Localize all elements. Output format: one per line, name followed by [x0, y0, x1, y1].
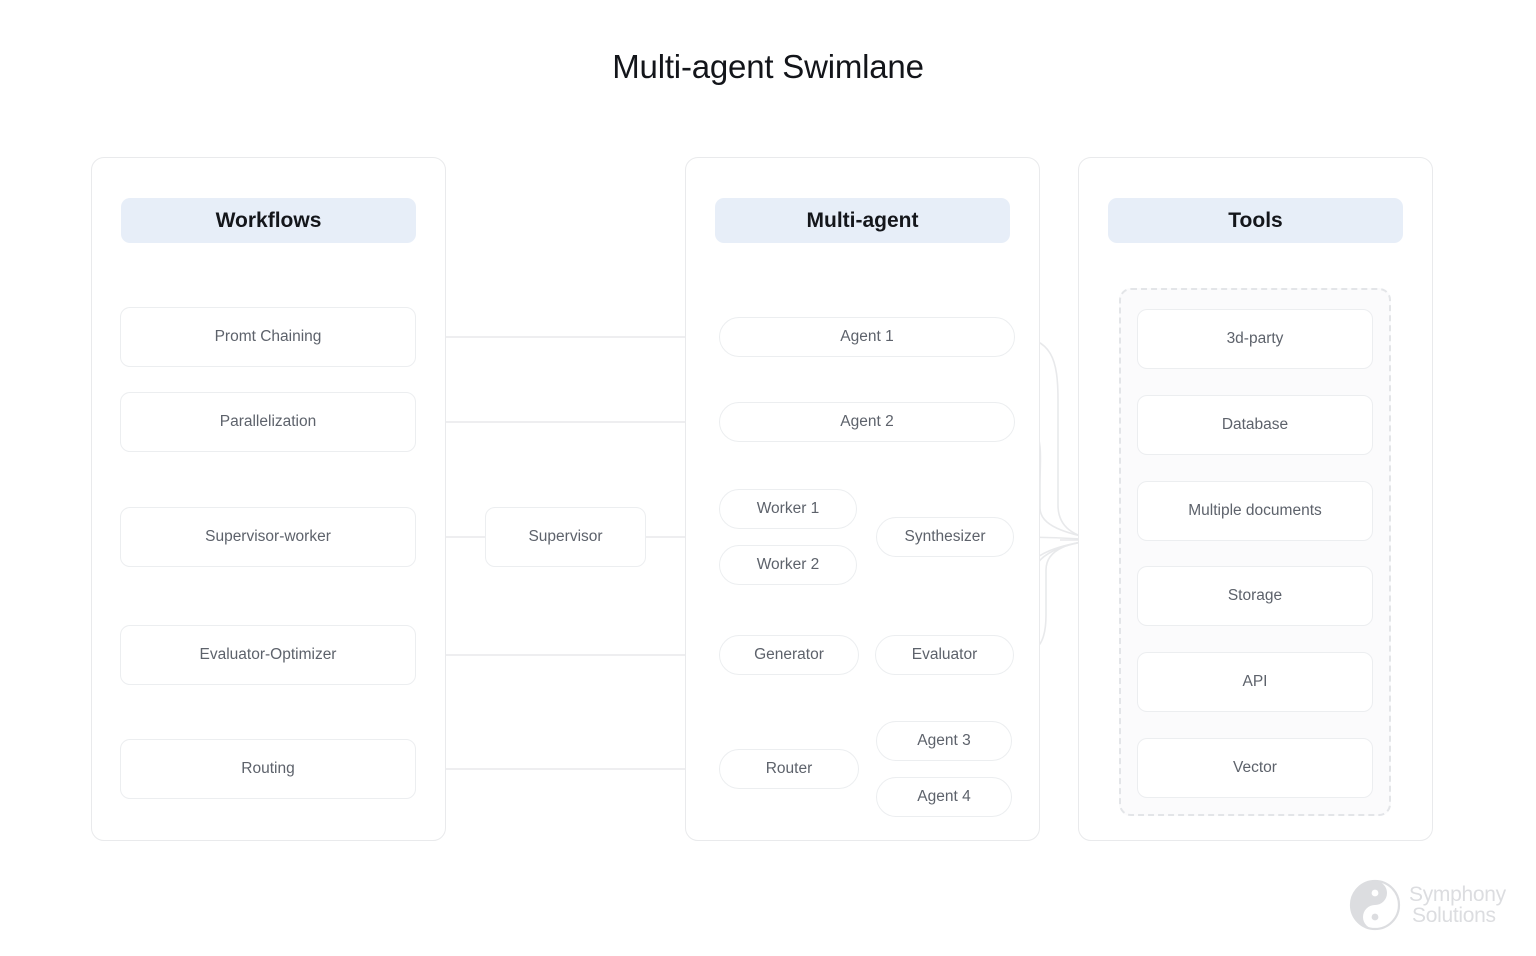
workflow-item-supervisor-worker[interactable]: Supervisor-worker: [120, 507, 416, 567]
worker-2-node[interactable]: Worker 2: [719, 545, 857, 585]
workflow-item-evaluator-optimizer[interactable]: Evaluator-Optimizer: [120, 625, 416, 685]
agent-3-node[interactable]: Agent 3: [876, 721, 1012, 761]
tool-item-3d-party[interactable]: 3d-party: [1137, 309, 1373, 369]
symphony-yinyang-icon: [1349, 879, 1401, 931]
tool-item-multiple-documents[interactable]: Multiple documents: [1137, 481, 1373, 541]
tool-item-api[interactable]: API: [1137, 652, 1373, 712]
workflow-item-promt-chaining[interactable]: Promt Chaining: [120, 307, 416, 367]
synthesizer-node[interactable]: Synthesizer: [876, 517, 1014, 557]
logo-line-1: Symphony: [1409, 883, 1506, 906]
tool-item-storage[interactable]: Storage: [1137, 566, 1373, 626]
panel-header-tools: Tools: [1108, 198, 1403, 243]
tool-item-database[interactable]: Database: [1137, 395, 1373, 455]
agent-4-node[interactable]: Agent 4: [876, 777, 1012, 817]
panel-header-workflows: Workflows: [121, 198, 416, 243]
logo-line-2: Solutions: [1412, 904, 1496, 927]
router-node[interactable]: Router: [719, 749, 859, 789]
brand-logo: Symphony Solutions: [1348, 874, 1508, 936]
workflow-item-routing[interactable]: Routing: [120, 739, 416, 799]
generator-node[interactable]: Generator: [719, 635, 859, 675]
tool-item-vector[interactable]: Vector: [1137, 738, 1373, 798]
panel-header-multiagent: Multi-agent: [715, 198, 1010, 243]
agent-2-node[interactable]: Agent 2: [719, 402, 1015, 442]
worker-1-node[interactable]: Worker 1: [719, 489, 857, 529]
page-title: Multi-agent Swimlane: [612, 48, 924, 85]
workflow-item-parallelization[interactable]: Parallelization: [120, 392, 416, 452]
evaluator-node[interactable]: Evaluator: [875, 635, 1014, 675]
supervisor-node[interactable]: Supervisor: [485, 507, 646, 567]
agent-1-node[interactable]: Agent 1: [719, 317, 1015, 357]
tools-dashed-group: [1119, 288, 1391, 816]
panel-workflows: Workflows: [91, 157, 446, 841]
